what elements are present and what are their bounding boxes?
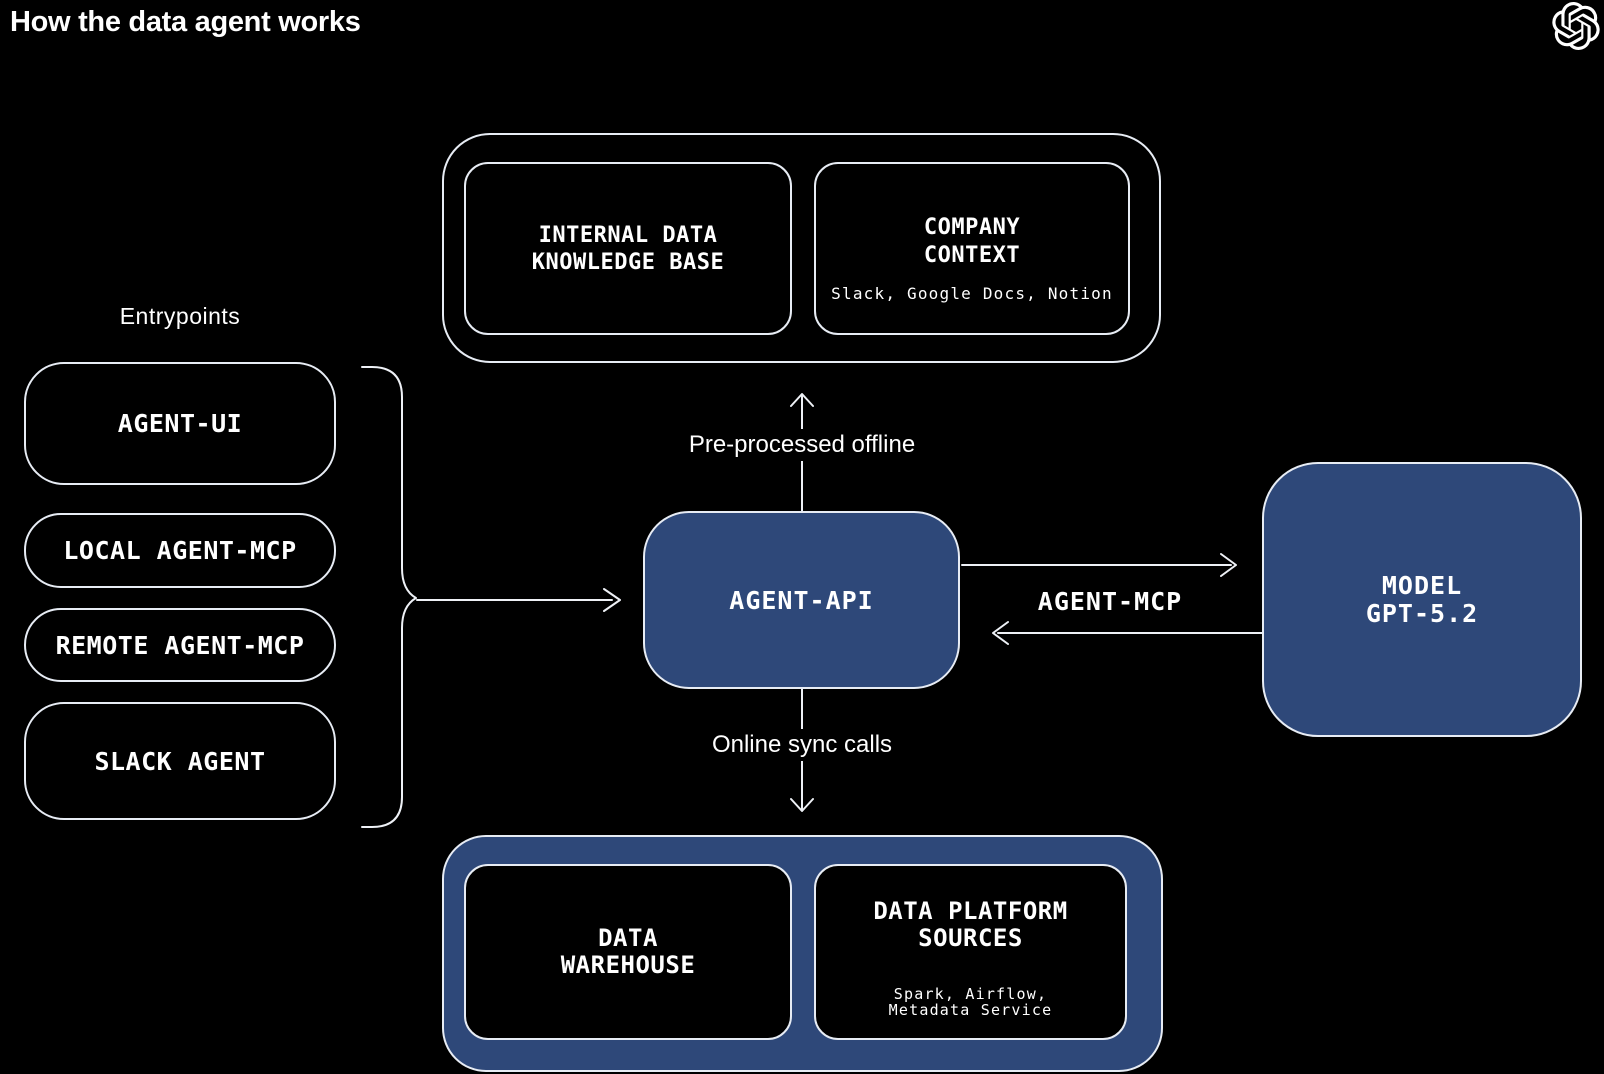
online-sync-calls-label: Online sync calls [622, 729, 982, 761]
company-context-box: COMPANY CONTEXT Slack, Google Docs, Noti… [814, 162, 1130, 335]
company-context-title: COMPANY CONTEXT [923, 215, 1021, 268]
openai-logo-icon [1552, 2, 1600, 50]
company-context-sources: Slack, Google Docs, Notion [831, 284, 1113, 303]
entrypoints-label: Entrypoints [119, 303, 241, 329]
data-platform-sources-list: Spark, Airflow, Metadata Service [888, 985, 1053, 1019]
page-title: How the data agent works [10, 6, 361, 38]
model-gpt-box: MODEL GPT-5.2 [1262, 462, 1582, 737]
agent-api-box: AGENT-API [643, 511, 960, 689]
preprocessed-offline-label: Pre-processed offline [622, 429, 982, 461]
data-warehouse-title: DATA WAREHOUSE [560, 924, 696, 979]
data-warehouse-box: DATA WAREHOUSE [464, 864, 792, 1040]
arrow-api-to-model [961, 553, 1237, 577]
internal-data-knowledge-base-title: INTERNAL DATA KNOWLEDGE BASE [531, 222, 725, 275]
entrypoint-remote-agent-mcp: REMOTE AGENT-MCP [24, 608, 336, 682]
agent-mcp-label: AGENT-MCP [1010, 585, 1210, 618]
entrypoint-slack-agent: SLACK AGENT [24, 702, 336, 820]
arrow-model-to-api [992, 621, 1263, 645]
model-gpt-label: MODEL GPT-5.2 [1365, 570, 1479, 628]
data-platform-sources-box: DATA PLATFORM SOURCES Spark, Airflow, Me… [814, 864, 1127, 1040]
data-platform-sources-title: DATA PLATFORM SOURCES [873, 897, 1068, 952]
entrypoint-agent-ui: AGENT-UI [24, 362, 336, 485]
entrypoint-agent-ui-label: AGENT-UI [117, 409, 243, 438]
entrypoints-bracket [361, 366, 417, 828]
entrypoint-slack-agent-label: SLACK AGENT [94, 746, 266, 776]
arrow-entry-to-api [416, 588, 621, 612]
entrypoint-local-agent-mcp: LOCAL AGENT-MCP [24, 513, 336, 588]
internal-data-knowledge-base-box: INTERNAL DATA KNOWLEDGE BASE [464, 162, 792, 335]
agent-api-label: AGENT-API [729, 585, 874, 615]
entrypoint-local-agent-mcp-label: LOCAL AGENT-MCP [63, 536, 297, 565]
entrypoint-remote-agent-mcp-label: REMOTE AGENT-MCP [55, 630, 305, 660]
